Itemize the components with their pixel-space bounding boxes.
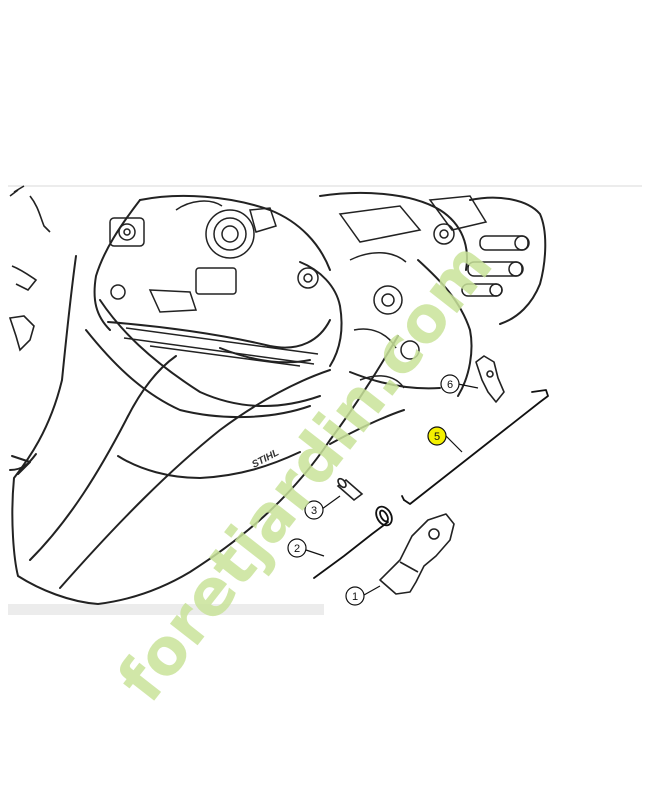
engine-block-detail [109, 195, 530, 389]
part-trigger-lever [379, 513, 455, 595]
callout-number: 3 [311, 505, 317, 517]
bottom-rule [8, 604, 324, 615]
part-throttle-rod [401, 389, 549, 505]
part-interlock-lever [475, 355, 505, 403]
callout-6: 6 [440, 374, 460, 394]
watermark-foretjardin: foretjardin.com [104, 229, 507, 716]
callout-number: 5 [434, 431, 440, 443]
callout-number: 2 [294, 543, 300, 555]
chainsaw-housing [9, 191, 547, 605]
callout-3: 3 [304, 500, 324, 520]
callout-1: 1 [345, 586, 365, 606]
callout-number: 1 [352, 591, 358, 603]
watermark-text: foretjardin.com [104, 229, 507, 716]
part-torsion-spring [313, 505, 393, 579]
callout-leaders [305, 383, 479, 596]
callout-number: 6 [447, 379, 453, 391]
left-edge-fragments [8, 185, 51, 352]
callout-2: 2 [287, 538, 307, 558]
part-pin [336, 477, 364, 502]
callout-5: 5 [427, 426, 447, 446]
